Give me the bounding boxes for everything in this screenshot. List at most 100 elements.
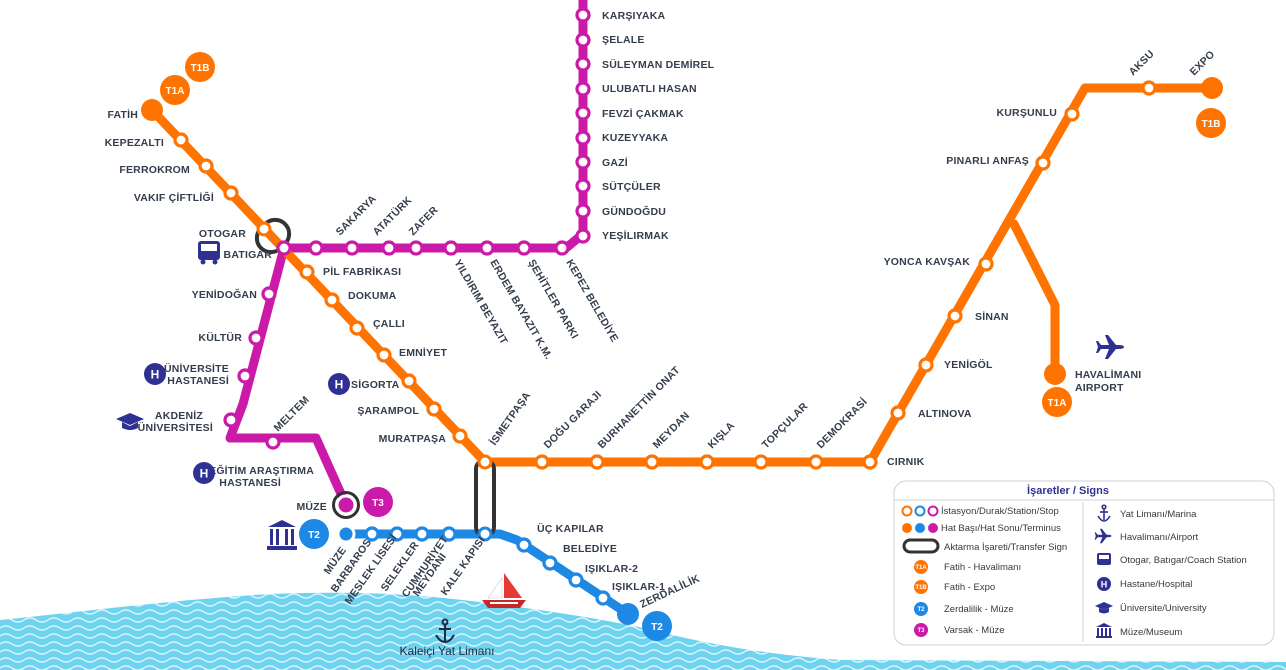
transfer-station-marker[interactable] (477, 526, 493, 542)
terminus-muze-t3[interactable] (335, 494, 357, 516)
terminus-expo[interactable] (1201, 77, 1223, 99)
hospital-icon: H (328, 373, 350, 395)
badge-t2-muze: T2 (308, 530, 320, 541)
station-marker[interactable] (308, 240, 324, 256)
legend-item: Hat Başı/Hat Sonu/Terminus (941, 523, 1061, 534)
legend-item: Aktarma İşareti/Transfer Sign (944, 542, 1067, 553)
transfer-station-marker[interactable] (256, 221, 272, 237)
hospital-icon: H (144, 363, 166, 385)
svg-text:H: H (1101, 580, 1108, 590)
station-marker[interactable] (223, 412, 239, 428)
line-badges: T1B T1A T1B T1A T3 T2 T2 (160, 52, 1226, 641)
station-marker[interactable] (753, 454, 769, 470)
station-marker[interactable] (265, 434, 281, 450)
harbor-label: Kaleiçi Yat Limanı (400, 644, 495, 658)
station-marker[interactable] (364, 526, 380, 542)
station-marker[interactable] (575, 105, 591, 121)
station-marker[interactable] (198, 158, 214, 174)
terminus-havalimani[interactable] (1044, 363, 1066, 385)
station-marker[interactable] (890, 405, 906, 421)
badge-t3-muze: T3 (372, 498, 384, 509)
station-marker[interactable] (349, 320, 365, 336)
station-marker[interactable] (1064, 106, 1080, 122)
station-marker[interactable] (452, 428, 468, 444)
station-marker[interactable] (248, 330, 264, 346)
legend-item: Zerdalilik - Müze (944, 604, 1014, 615)
station-marker[interactable] (699, 454, 715, 470)
station-marker[interactable] (441, 526, 457, 542)
legend-title: İşaretler / Signs (1027, 484, 1109, 497)
station-label: TOPÇULAR (760, 400, 811, 451)
station-marker[interactable] (575, 32, 591, 48)
transfer-station-marker[interactable] (477, 454, 493, 470)
station-label: PINARLI ANFAŞ (946, 155, 1029, 167)
station-marker[interactable] (443, 240, 459, 256)
station-label: DOĞU GARAJI (541, 388, 604, 451)
station-label: KURŞUNLU (996, 107, 1057, 119)
legend-item: Fatih - Havalimanı (944, 562, 1021, 573)
station-marker[interactable] (1035, 155, 1051, 171)
university-icon (1095, 602, 1113, 614)
station-label: AKSU (1127, 48, 1157, 78)
station-marker[interactable] (516, 537, 532, 553)
station-label: GAZİ (602, 156, 628, 169)
station-label: HASTANESİ (219, 476, 281, 489)
station-marker[interactable] (978, 256, 994, 272)
station-marker[interactable] (918, 357, 934, 373)
svg-text:H: H (151, 368, 160, 382)
station-marker[interactable] (568, 572, 584, 588)
station-marker[interactable] (389, 526, 405, 542)
terminus-zerdalilik[interactable] (617, 603, 639, 625)
station-label: ŞELALE (602, 34, 645, 46)
station-label: KARŞIYAKA (602, 10, 665, 22)
labels-t1-west: FATİH KEPEZALTI FERROKROM VAKIF ÇİFTLİĞİ… (105, 108, 448, 445)
station-marker[interactable] (644, 454, 660, 470)
transfer-station-marker[interactable] (276, 240, 292, 256)
station-marker[interactable] (173, 132, 189, 148)
station-marker[interactable] (862, 454, 878, 470)
station-marker[interactable] (324, 292, 340, 308)
station-marker[interactable] (554, 240, 570, 256)
station-marker[interactable] (575, 7, 591, 23)
station-marker[interactable] (595, 590, 611, 606)
terminus-muze-t2[interactable] (336, 524, 356, 544)
station-marker[interactable] (589, 454, 605, 470)
station-marker[interactable] (414, 526, 430, 542)
station-marker[interactable] (237, 368, 253, 384)
station-marker[interactable] (344, 240, 360, 256)
station-marker[interactable] (381, 240, 397, 256)
station-label: İSMETPAŞA (487, 389, 533, 448)
station-label: KÜLTÜR (198, 331, 242, 344)
station-marker[interactable] (376, 347, 392, 363)
station-marker[interactable] (575, 228, 591, 244)
terminus-fatih[interactable] (141, 99, 163, 121)
station-marker[interactable] (223, 185, 239, 201)
station-marker[interactable] (426, 401, 442, 417)
station-marker[interactable] (947, 308, 963, 324)
station-marker[interactable] (479, 240, 495, 256)
station-marker[interactable] (542, 555, 558, 571)
station-marker[interactable] (575, 130, 591, 146)
station-marker[interactable] (575, 178, 591, 194)
station-marker[interactable] (534, 454, 550, 470)
svg-text:H: H (335, 378, 344, 392)
station-marker[interactable] (575, 154, 591, 170)
station-marker[interactable] (1141, 80, 1157, 96)
station-marker[interactable] (575, 56, 591, 72)
station-marker[interactable] (408, 240, 424, 256)
sailboat-icon (482, 573, 526, 608)
station-marker[interactable] (261, 286, 277, 302)
station-marker[interactable] (516, 240, 532, 256)
station-marker[interactable] (808, 454, 824, 470)
station-marker[interactable] (575, 81, 591, 97)
station-label: VAKIF ÇİFTLİĞİ (134, 191, 214, 204)
labels-t3-north: KARŞIYAKA ŞELALE SÜLEYMAN DEMİREL ULUBAT… (602, 10, 714, 242)
station-marker[interactable] (401, 373, 417, 389)
hospital-icon: H (1097, 577, 1111, 591)
museum-icon (267, 520, 297, 550)
station-label: MELTEM (272, 394, 312, 434)
station-marker[interactable] (299, 264, 315, 280)
station-marker[interactable] (575, 203, 591, 219)
station-label: PİL FABRİKASI (323, 265, 401, 278)
